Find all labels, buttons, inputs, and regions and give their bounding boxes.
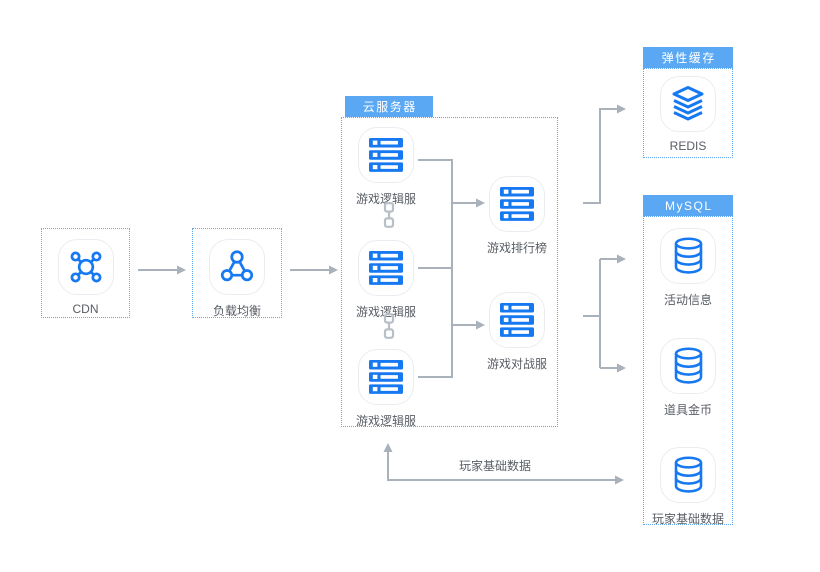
mysql-box — [643, 216, 733, 525]
cdn-tile[interactable] — [57, 239, 114, 295]
node-logic-server-3: 游戏逻辑服 — [346, 349, 426, 429]
server-icon — [369, 138, 403, 172]
node-activity-info: 活动信息 — [643, 228, 733, 308]
load-balancer-icon — [220, 250, 254, 282]
layers-icon — [672, 86, 704, 121]
load-balancer-tile[interactable] — [209, 239, 265, 295]
logic-server-3-tile[interactable] — [358, 349, 414, 405]
edge-label-player-data: 玩家基础数据 — [458, 459, 531, 473]
cdn-box — [41, 228, 130, 318]
chain-link-icon — [383, 313, 395, 339]
server-icon — [369, 251, 403, 285]
node-label: 游戏排行榜 — [486, 241, 547, 255]
node-label: 游戏逻辑服 — [355, 305, 416, 319]
node-leaderboard: 游戏排行榜 — [477, 176, 557, 256]
leaderboard-tile[interactable] — [489, 176, 545, 232]
chain-link-icon — [383, 202, 395, 228]
server-icon — [500, 187, 534, 221]
load-balancer-box — [192, 228, 282, 318]
database-icon — [674, 455, 702, 493]
mysql-header: MySQL — [643, 195, 733, 216]
node-label: REDIS — [669, 139, 707, 153]
node-redis: REDIS — [643, 76, 733, 153]
edge-cloud-to-mysql — [583, 258, 617, 369]
node-label: 活动信息 — [663, 293, 712, 307]
node-logic-server-1: 游戏逻辑服 — [346, 127, 426, 207]
item-coins-tile[interactable] — [660, 338, 716, 394]
battle-server-tile[interactable] — [489, 292, 545, 348]
cloud-server-group-box — [341, 117, 558, 427]
database-icon — [674, 236, 702, 274]
node-load-balancer: 负载均衡 — [192, 239, 282, 319]
redis-tile[interactable] — [660, 76, 716, 132]
node-battle-server: 游戏对战服 — [477, 292, 557, 372]
node-cdn: CDN — [41, 239, 130, 316]
server-icon — [500, 303, 534, 337]
cdn-network-icon — [70, 251, 101, 283]
logic-server-1-tile[interactable] — [358, 127, 414, 183]
node-label: 游戏逻辑服 — [355, 192, 416, 206]
database-icon — [674, 346, 702, 384]
server-icon — [369, 360, 403, 394]
cloud-server-tab: 云服务器 — [345, 96, 433, 117]
node-player-base-data: 玩家基础数据 — [643, 447, 733, 527]
node-label: 负载均衡 — [212, 304, 261, 318]
elastic-cache-box — [643, 68, 733, 158]
player-base-data-tile[interactable] — [660, 447, 716, 503]
node-logic-server-2: 游戏逻辑服 — [346, 240, 426, 320]
activity-info-tile[interactable] — [660, 228, 716, 284]
node-item-coins: 道具金币 — [643, 338, 733, 418]
node-label: 游戏对战服 — [486, 357, 547, 371]
logic-server-2-tile[interactable] — [358, 240, 414, 296]
node-label: 玩家基础数据 — [651, 512, 724, 526]
elastic-cache-header: 弹性缓存 — [643, 47, 733, 68]
node-label: 游戏逻辑服 — [355, 414, 416, 428]
node-label: 道具金币 — [663, 403, 712, 417]
node-label: CDN — [72, 302, 99, 316]
edge-cloud-to-redis — [583, 108, 617, 204]
